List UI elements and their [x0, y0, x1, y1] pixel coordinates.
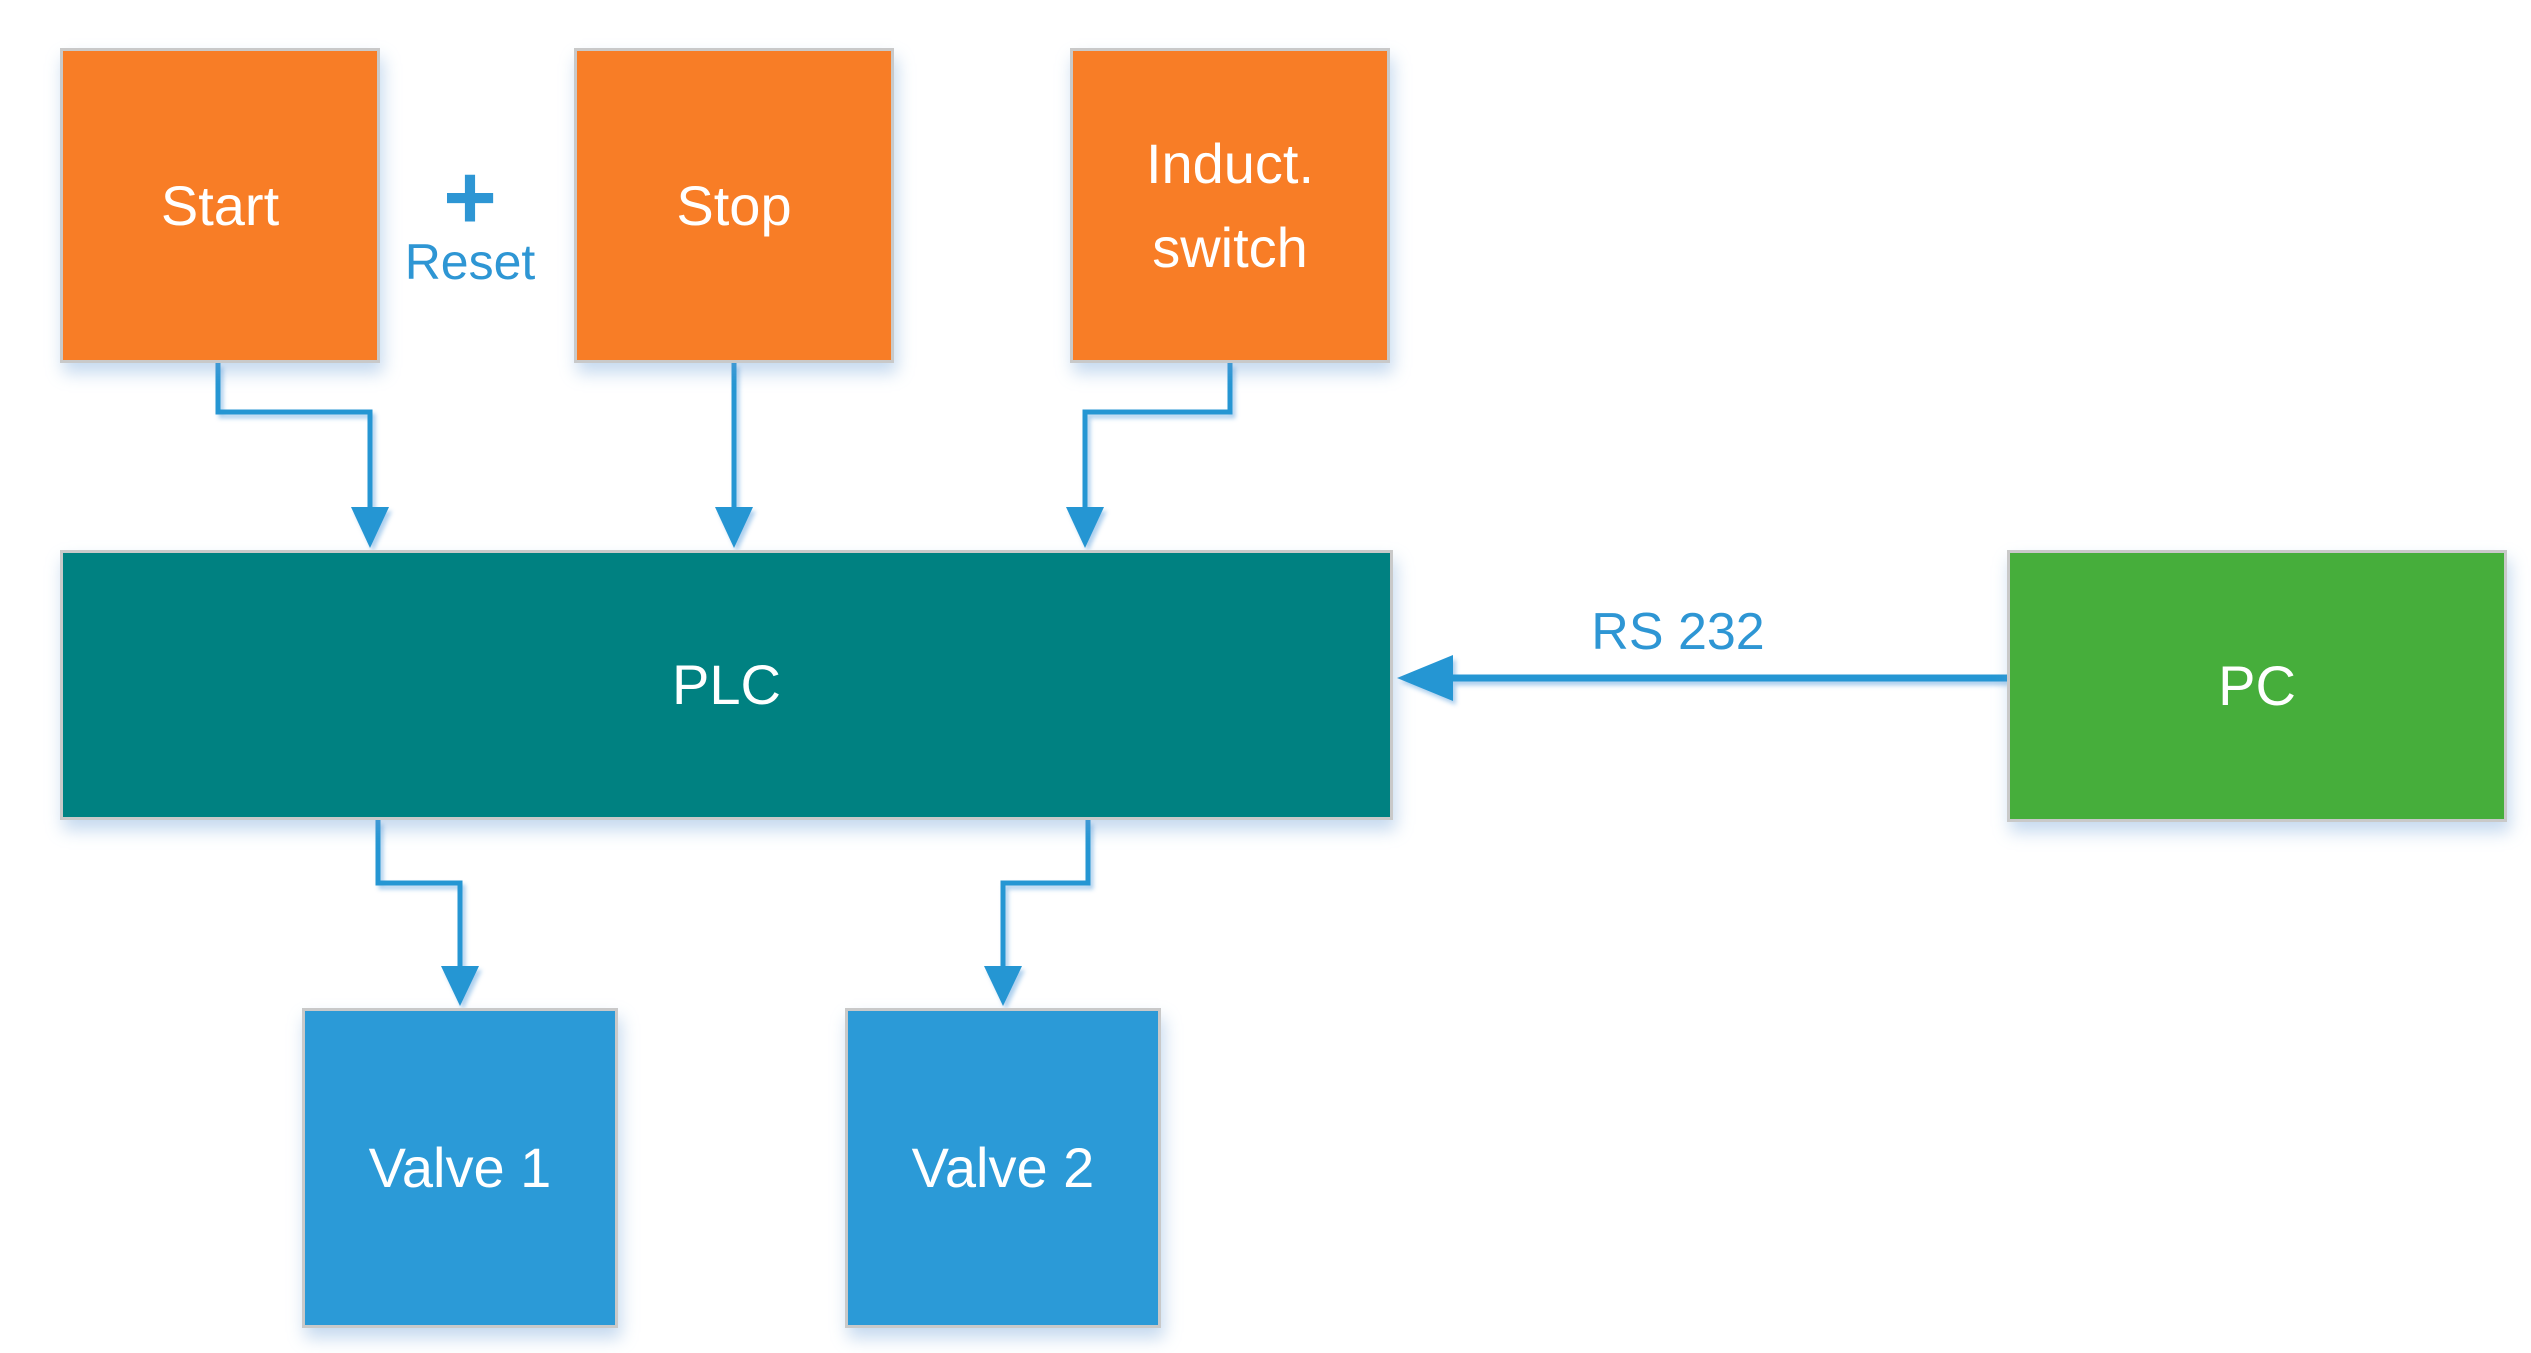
arrow-left-icon — [1397, 655, 1453, 701]
stop-to-plc-connector — [715, 363, 753, 548]
valve1-label: Valve 1 — [368, 1136, 552, 1199]
induct-switch-box: Induct. switch — [1070, 48, 1390, 363]
induct-switch-to-plc-connector — [1066, 363, 1233, 548]
plc-label: PLC — [672, 653, 781, 716]
stop-label: Stop — [676, 173, 792, 237]
plc-to-valve1-connector — [375, 820, 479, 1006]
plc-to-valve2-connector — [984, 820, 1091, 1006]
valve2-label: Valve 2 — [911, 1136, 1095, 1199]
start-to-plc-connector — [215, 363, 389, 548]
stop-box: Stop — [574, 48, 894, 363]
valve1-box: Valve 1 — [302, 1008, 618, 1328]
plc-box: PLC — [60, 550, 1393, 820]
arrow-down-icon — [441, 966, 479, 1006]
valve2-box: Valve 2 — [845, 1008, 1161, 1328]
rs232-link-label: RS 232 — [1591, 603, 1765, 661]
pc-label: PC — [2218, 654, 2296, 717]
arrow-down-icon — [1066, 507, 1104, 548]
start-box: Start — [60, 48, 380, 363]
arrow-down-icon — [351, 507, 389, 548]
arrow-down-icon — [715, 507, 753, 548]
pc-to-plc-connector — [1397, 655, 2007, 701]
induct-switch-label: Induct. switch — [1145, 131, 1315, 279]
plus-icon: + — [443, 146, 497, 249]
pc-box: PC — [2007, 550, 2507, 822]
arrow-down-icon — [984, 966, 1022, 1006]
reset-label: Reset — [404, 234, 536, 290]
start-label: Start — [160, 173, 280, 237]
